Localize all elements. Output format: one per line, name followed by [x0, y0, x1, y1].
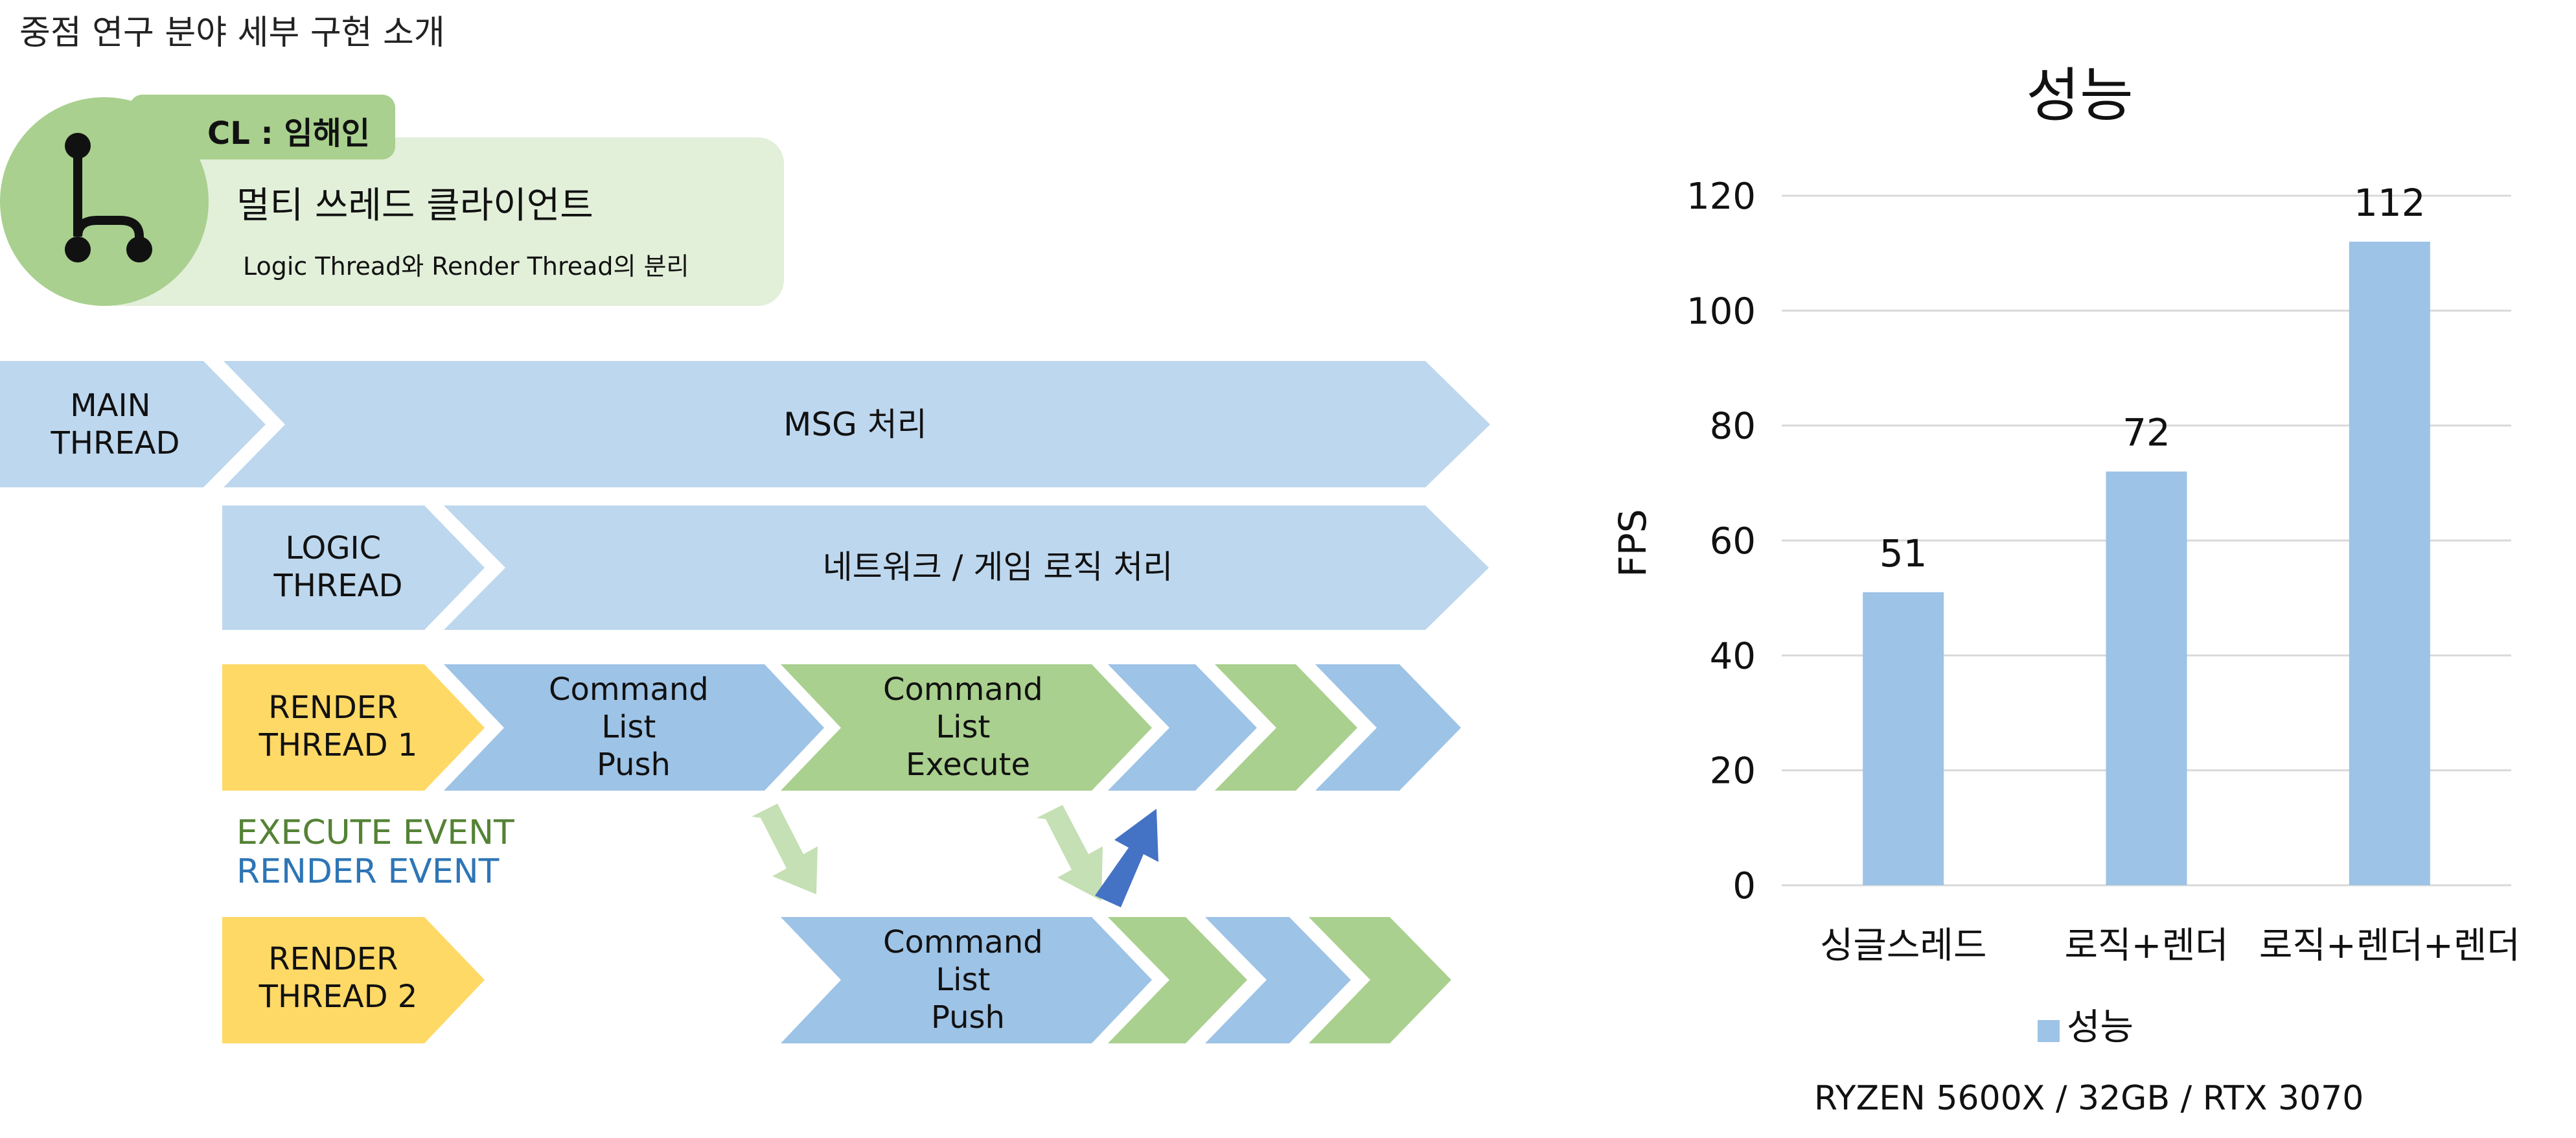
main-thread-body-arrow: [224, 361, 1490, 487]
main-thread-label-arrow: [0, 361, 266, 487]
render-thread-2-label: RENDER THREAD 2: [259, 941, 418, 1015]
bar-data-label: 51: [1880, 531, 1927, 575]
rt1-execute-arrow: [781, 664, 1152, 791]
legend-render-event: RENDER EVENT: [236, 852, 500, 891]
chart-y-axis-label: FPS: [1611, 509, 1655, 577]
rt2-push-arrow: [781, 917, 1152, 1043]
chart-x-ticks: 싱글스레드 로직+렌더 로직+렌더+렌더: [1820, 925, 2520, 967]
fps-bar-chart: 성능 FPS 0 20 40 60 80 100 120 51 72 112 싱글스레드 로직+렌…: [1611, 62, 2520, 1049]
x-tick-label: 로직+렌더+렌더: [2259, 925, 2520, 967]
rt1-chevron-3: [1315, 664, 1461, 791]
chart-y-ticks: 0 20 40 60 80 100 120: [1686, 176, 1756, 907]
system-spec-note: RYZEN 5600X / 32GB / RTX 3070: [1814, 1079, 2364, 1118]
rt2-push-label: Command List Push: [883, 924, 1053, 1036]
cl-description: Logic Thread와 Render Thread의 분리: [243, 252, 689, 281]
logic-thread-body-arrow: [444, 505, 1489, 630]
main-thread-body-label: MSG 처리: [783, 406, 927, 443]
y-tick-label: 100: [1686, 290, 1756, 332]
logic-thread-body-label: 네트워크 / 게임 로직 처리: [823, 548, 1173, 586]
y-tick-label: 0: [1732, 865, 1756, 907]
render-thread-1-label-arrow: [222, 664, 485, 791]
chart-bars: 51 72 112: [1863, 181, 2430, 885]
cl-icon-circle: [0, 97, 209, 306]
bar: [2349, 241, 2430, 885]
bar: [2106, 471, 2187, 885]
legend-execute-event: EXECUTE EVENT: [236, 813, 514, 852]
rt1-execute-label: Command List Execute: [883, 671, 1053, 783]
rt1-push-label: Command List Push: [549, 671, 719, 783]
render-thread-2-label-arrow: [222, 917, 485, 1043]
render-thread-1-label: RENDER THREAD 1: [259, 690, 418, 763]
thread-diagram: MAIN THREAD MSG 처리 LOGIC THREAD 네트워크 / 게…: [0, 361, 1490, 1043]
logic-thread-label-arrow: [222, 505, 485, 630]
rt1-push-arrow: [444, 664, 824, 791]
y-tick-label: 120: [1686, 176, 1756, 218]
rt2-chevron-3: [1309, 917, 1451, 1043]
main-thread-label: MAIN THREAD: [51, 388, 180, 461]
render-event-arrow: [1095, 809, 1158, 907]
legend-swatch: [2038, 1020, 2060, 1042]
rt2-chevron-2: [1205, 917, 1351, 1043]
fork-branch-icon: [65, 133, 152, 262]
bar-data-label: 72: [2122, 411, 2170, 455]
x-tick-label: 로직+렌더: [2064, 925, 2228, 967]
logic-thread-label: LOGIC THREAD: [273, 530, 403, 604]
chart-legend: 성능: [2038, 1006, 2133, 1049]
x-tick-label: 싱글스레드: [1820, 925, 1987, 967]
legend-series-label: 성능: [2067, 1006, 2133, 1049]
y-tick-label: 60: [1710, 520, 1756, 563]
y-tick-label: 40: [1710, 635, 1756, 677]
execute-event-arrow-2: [1037, 805, 1103, 901]
y-tick-label: 80: [1710, 406, 1756, 448]
bar-data-label: 112: [2354, 181, 2426, 225]
page-title: 중점 연구 분야 세부 구현 소개: [19, 14, 445, 52]
y-tick-label: 20: [1710, 750, 1756, 793]
rt1-chevron-1: [1108, 664, 1257, 791]
cl-heading: 멀티 쓰레드 클라이언트: [236, 185, 593, 227]
execute-event-arrow-1: [752, 804, 818, 894]
rt1-chevron-2: [1215, 664, 1357, 791]
chart-title: 성능: [2026, 62, 2133, 130]
rt2-chevron-1: [1108, 917, 1247, 1043]
bar: [1863, 592, 1944, 885]
cl-badge-text: CL : 임해인: [207, 115, 370, 152]
